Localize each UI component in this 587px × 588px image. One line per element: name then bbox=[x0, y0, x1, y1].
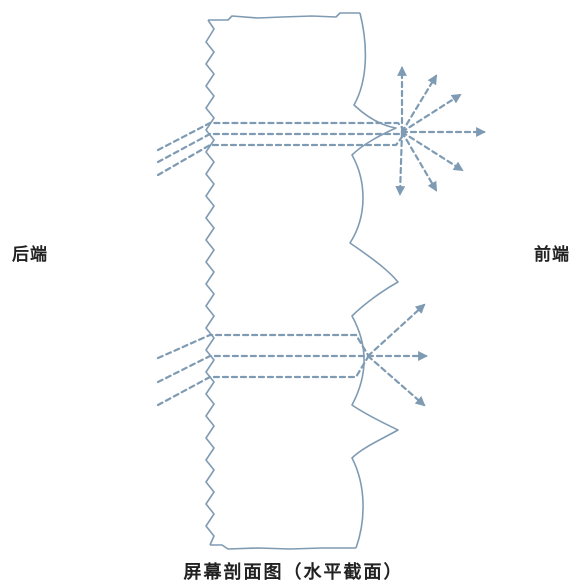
upper-outgoing-ray bbox=[400, 74, 438, 134]
upper-outgoing-ray bbox=[400, 130, 438, 192]
lower-ray-bundle bbox=[156, 303, 428, 407]
lower-incoming-ray bbox=[156, 333, 370, 360]
rear-side-label: 后端 bbox=[12, 245, 48, 265]
rear-sawtooth-edge bbox=[205, 19, 215, 546]
front-side-label: 前端 bbox=[534, 245, 570, 265]
front-lenticular-edge bbox=[349, 12, 399, 549]
lower-outgoing-ray bbox=[366, 354, 426, 407]
lower-outgoing-ray bbox=[366, 303, 426, 358]
screen-outline bbox=[205, 12, 399, 550]
upper-ray-bundle bbox=[156, 66, 486, 196]
upper-outgoing-ray bbox=[395, 130, 406, 196]
diagram-caption: 屏幕剖面图（水平截面） bbox=[183, 562, 404, 583]
upper-outgoing-ray bbox=[400, 130, 464, 172]
lower-incoming-ray bbox=[156, 355, 370, 407]
lower-incoming-ray bbox=[156, 354, 370, 384]
upper-incoming-ray bbox=[156, 132, 402, 164]
upper-incoming-ray bbox=[156, 131, 407, 177]
top-edge bbox=[208, 12, 360, 21]
upper-outgoing-ray bbox=[400, 93, 462, 134]
bottom-edge bbox=[210, 544, 356, 550]
